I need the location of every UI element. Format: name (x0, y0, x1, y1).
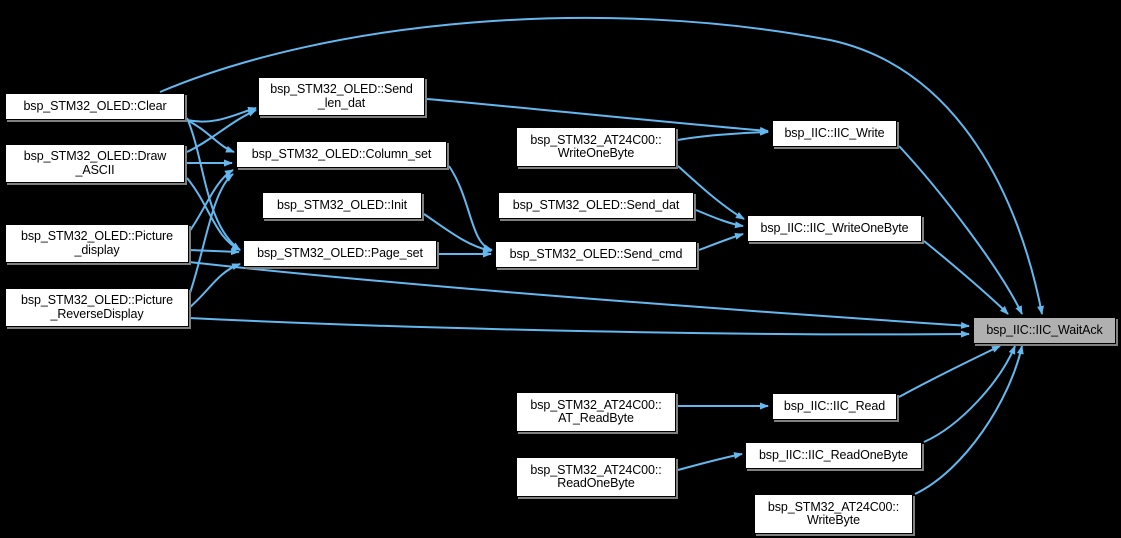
graph-node-send_cmd[interactable]: bsp_STM32_OLED::Send_cmd (495, 241, 697, 268)
graph-node-iic_writeone[interactable]: bsp_IIC::IIC_WriteOneByte (747, 215, 922, 242)
graph-node-iic_readone[interactable]: bsp_IIC::IIC_ReadOneByte (745, 442, 922, 469)
edge-pic_display-to-column_set (188, 169, 234, 233)
edge-pic_display-to-page_set (188, 248, 240, 256)
edge-draw_ascii-to-page_set (186, 177, 241, 251)
graph-node-draw_ascii[interactable]: bsp_STM32_OLED::Draw _ASCII (5, 144, 185, 183)
edge-init-to-send_cmd (423, 213, 492, 253)
graph-node-pic_reverse[interactable]: bsp_STM32_OLED::Picture _ReverseDisplay (5, 288, 189, 327)
edge-pic_reverse-to-page_set (188, 263, 241, 309)
edge-at_writeone-to-iic_write (677, 128, 769, 141)
edge-iic_writeone-to-iic_waitack (923, 240, 1009, 315)
graph-node-init[interactable]: bsp_STM32_OLED::Init (262, 192, 422, 219)
edge-pic_reverse-to-iic_waitack (188, 317, 970, 338)
graph-node-at_writebyte[interactable]: bsp_STM32_AT24C00:: WriteByte (754, 494, 913, 534)
edge-pic_reverse-to-column_set (188, 173, 234, 297)
edge-send_dat-to-iic_writeone (695, 209, 744, 229)
edge-at_readone-to-iic_readone (677, 452, 743, 471)
graph-node-clear[interactable]: bsp_STM32_OLED::Clear (5, 93, 185, 120)
edge-iic_readone-to-iic_waitack (923, 345, 1016, 443)
edge-at_writeone-to-iic_writeone (677, 165, 745, 220)
graph-node-at_readbyte[interactable]: bsp_STM32_AT24C00:: AT_ReadByte (516, 392, 676, 432)
edge-clear-to-column_set (186, 119, 235, 153)
graph-node-column_set[interactable]: bsp_STM32_OLED::Column_set (236, 141, 447, 168)
edge-clear-to-page_set (186, 117, 241, 251)
graph-node-send_len_dat[interactable]: bsp_STM32_OLED::Send _len_dat (258, 77, 425, 116)
edge-column_set-to-send_cmd (448, 165, 493, 252)
edge-send_cmd-to-iic_writeone (698, 233, 744, 251)
graph-node-iic_read[interactable]: bsp_IIC::IIC_Read (772, 393, 897, 420)
edge-clear-to-iic_waitack (159, 16, 1044, 315)
graph-node-at_writeone[interactable]: bsp_STM32_AT24C00:: WriteOneByte (516, 127, 676, 167)
graph-node-at_readone[interactable]: bsp_STM32_AT24C00:: ReadOneByte (516, 457, 676, 497)
edges (159, 16, 1044, 495)
edge-send_len_dat-to-iic_write (426, 98, 769, 134)
edge-draw_ascii-to-send_len_dat (186, 109, 257, 153)
edge-iic_write-to-iic_waitack (898, 145, 1023, 315)
graph-node-iic_waitack[interactable]: bsp_IIC::IIC_WaitAck (973, 317, 1116, 344)
edge-at_writebyte-to-iic_waitack (914, 345, 1024, 495)
graph-node-send_dat[interactable]: bsp_STM32_OLED::Send_dat (498, 192, 694, 219)
edge-iic_read-to-iic_waitack (898, 345, 1001, 398)
graph-node-page_set[interactable]: bsp_STM32_OLED::Page_set (243, 240, 437, 267)
graph-node-pic_display[interactable]: bsp_STM32_OLED::Picture _display (5, 224, 189, 263)
edge-pic_display-to-iic_waitack (188, 261, 970, 329)
graph-node-iic_write[interactable]: bsp_IIC::IIC_Write (772, 120, 897, 147)
